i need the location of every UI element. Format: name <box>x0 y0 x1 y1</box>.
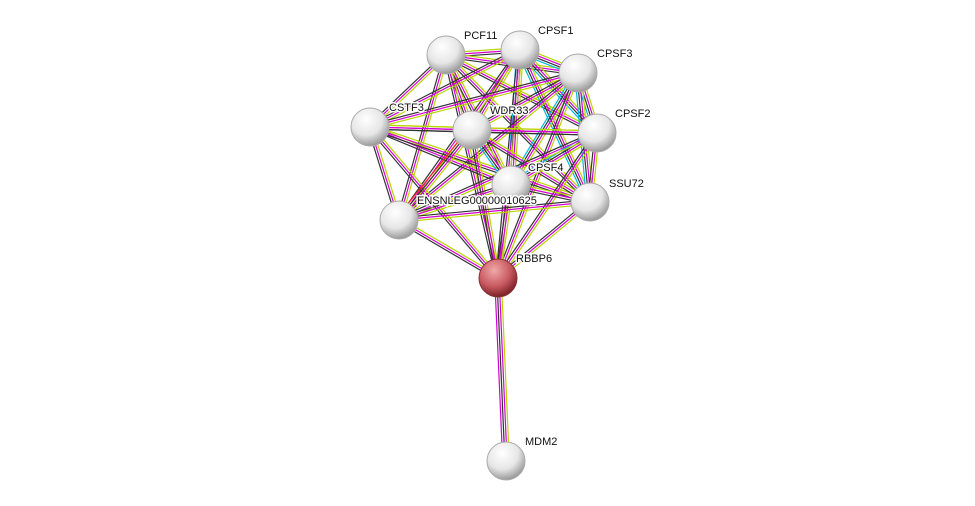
edge-coexpression-cpsf1-cstf3[interactable] <box>368 47 520 126</box>
edge-coexpression-wdr33-cpsf2[interactable] <box>471 131 597 136</box>
edge-experiments-wdr33-ssu72[interactable] <box>471 129 591 203</box>
node-label: SSU72 <box>609 178 644 190</box>
edge-textmining-wdr33-rbbp6[interactable] <box>473 129 501 278</box>
edge-textmining-cstf3-ssu72[interactable] <box>370 124 591 201</box>
edge-textmining-cpsf1-cpsf4[interactable] <box>513 50 524 186</box>
node-rbbp6[interactable]: RBBP6 <box>478 252 554 298</box>
node-label: CSTF3 <box>389 102 424 114</box>
node-label: CPSF3 <box>597 48 632 60</box>
node-cstf3[interactable]: CSTF3 <box>350 101 425 147</box>
node-cpsf4[interactable]: CPSF4 <box>491 161 565 205</box>
node-sphere[interactable] <box>491 165 531 205</box>
edge-experiments-pcf11-ensnleg[interactable] <box>398 54 447 221</box>
node-label: MDM2 <box>525 436 557 448</box>
edge-experiments-ssu72-ensnleg[interactable] <box>398 201 591 221</box>
node-cpsf1[interactable]: CPSF1 <box>500 24 575 70</box>
edge-coexpression-pcf11-ensnleg[interactable] <box>396 54 445 220</box>
node-label: WDR33 <box>490 105 529 117</box>
node-label: CPSF1 <box>538 25 573 37</box>
edge-textmining-wdr33-ensnleg[interactable] <box>401 131 476 223</box>
edge-textmining-pcf11-ensnleg[interactable] <box>400 55 449 221</box>
edge-coexpression-cpsf3-rbbp6[interactable] <box>495 71 577 278</box>
edge-experiments-cpsf3-cstf3[interactable] <box>369 72 579 128</box>
edge-textmining-wdr33-cpsf2[interactable] <box>472 127 598 132</box>
edge-coexpression-wdr33-ssu72[interactable] <box>470 131 590 205</box>
edge-textmining-ssu72-rbbp6[interactable] <box>499 203 592 281</box>
node-label: CPSF4 <box>528 162 563 174</box>
node-label: PCF11 <box>464 30 497 42</box>
node-sphere[interactable] <box>500 30 540 70</box>
edge-experiments-pcf11-cpsf2[interactable] <box>445 54 598 134</box>
node-label: RBBP6 <box>516 253 552 265</box>
node-label: CPSF2 <box>615 108 650 120</box>
edge-coexpression-cpsf3-wdr33[interactable] <box>470 70 578 129</box>
node-ssu72[interactable]: SSU72 <box>570 177 645 222</box>
edge-coexpression-pcf11-ssu72[interactable] <box>443 56 589 204</box>
edge-experiments-cpsf1-cstf3[interactable] <box>369 49 521 128</box>
node-sphere[interactable] <box>452 110 492 150</box>
node-sphere[interactable] <box>577 113 617 153</box>
node-sphere[interactable] <box>350 107 390 147</box>
edge-experiments-cpsf3-wdr33[interactable] <box>471 72 579 131</box>
edge-coexpression-cpsf3-cstf3[interactable] <box>369 70 578 126</box>
node-sphere[interactable] <box>558 53 598 93</box>
node-sphere[interactable] <box>478 258 518 298</box>
edge-coexpression-cpsf4-ensnleg[interactable] <box>398 182 511 219</box>
node-sphere[interactable] <box>486 441 526 481</box>
edge-coexpression-rbbp6-mdm2[interactable] <box>496 278 506 462</box>
edge-textmining-pcf11-cpsf2[interactable] <box>446 52 599 132</box>
node-sphere[interactable] <box>426 35 466 75</box>
node-sphere[interactable] <box>379 200 419 240</box>
node-wdr33[interactable]: WDR33 <box>452 104 530 150</box>
node-pcf11[interactable]: PCF11 <box>426 29 499 75</box>
edge-experiments-cpsf1-ssu72[interactable] <box>520 49 592 202</box>
edge-textmining-ssu72-ensnleg[interactable] <box>399 203 591 223</box>
node-sphere[interactable] <box>570 182 610 222</box>
edge-database-cpsf1-ssu72[interactable] <box>516 51 588 204</box>
node-mdm2[interactable]: MDM2 <box>486 435 559 481</box>
edge-coexpression-pcf11-rbbp6[interactable] <box>443 55 497 279</box>
edge-experiments-cstf3-cpsf4[interactable] <box>369 126 512 186</box>
node-ensnleg[interactable]: ENSNLEG00000010625 <box>379 194 538 240</box>
edge-experiments-wdr33-rbbp6[interactable] <box>471 129 499 279</box>
edge-experiments-cpsf3-rbbp6[interactable] <box>497 72 579 279</box>
edge-textmining-rbbp6-mdm2[interactable] <box>500 277 510 461</box>
edge-experiments-cpsf4-ensnleg[interactable] <box>398 184 512 221</box>
edge-coexpression-cstf3-cpsf4[interactable] <box>368 128 511 188</box>
edge-experiments-wdr33-cpsf2[interactable] <box>471 129 598 134</box>
edge-coexpression-cstf3-rbbp6[interactable] <box>367 128 497 280</box>
edge-coexpression-cpsf1-ssu72[interactable] <box>518 50 590 203</box>
edge-coexpression-ssu72-rbbp6[interactable] <box>496 199 589 277</box>
edge-textmining-cpsf3-rbbp6[interactable] <box>499 73 581 280</box>
node-cpsf2[interactable]: CPSF2 <box>577 107 652 153</box>
edge-coexpression-wdr33-rbbp6[interactable] <box>469 130 497 279</box>
edge-textmining-cpsf1-cstf3[interactable] <box>370 51 522 130</box>
edge-textmining-cpsf2-rbbp6[interactable] <box>499 133 600 280</box>
edge-experiments-ssu72-rbbp6[interactable] <box>497 201 591 279</box>
edge-coexpression-ssu72-ensnleg[interactable] <box>398 199 590 219</box>
edge-experiments-rbbp6-mdm2[interactable] <box>498 277 508 461</box>
edge-experiments-rbbp6-mdm2[interactable] <box>494 278 504 462</box>
edge-textmining-cpsf3-cstf3[interactable] <box>370 74 579 130</box>
node-cpsf3[interactable]: CPSF3 <box>558 47 634 93</box>
edge-neighborhood-wdr33-ensnleg[interactable] <box>395 127 470 219</box>
node-label: ENSNLEG00000010625 <box>417 195 537 207</box>
